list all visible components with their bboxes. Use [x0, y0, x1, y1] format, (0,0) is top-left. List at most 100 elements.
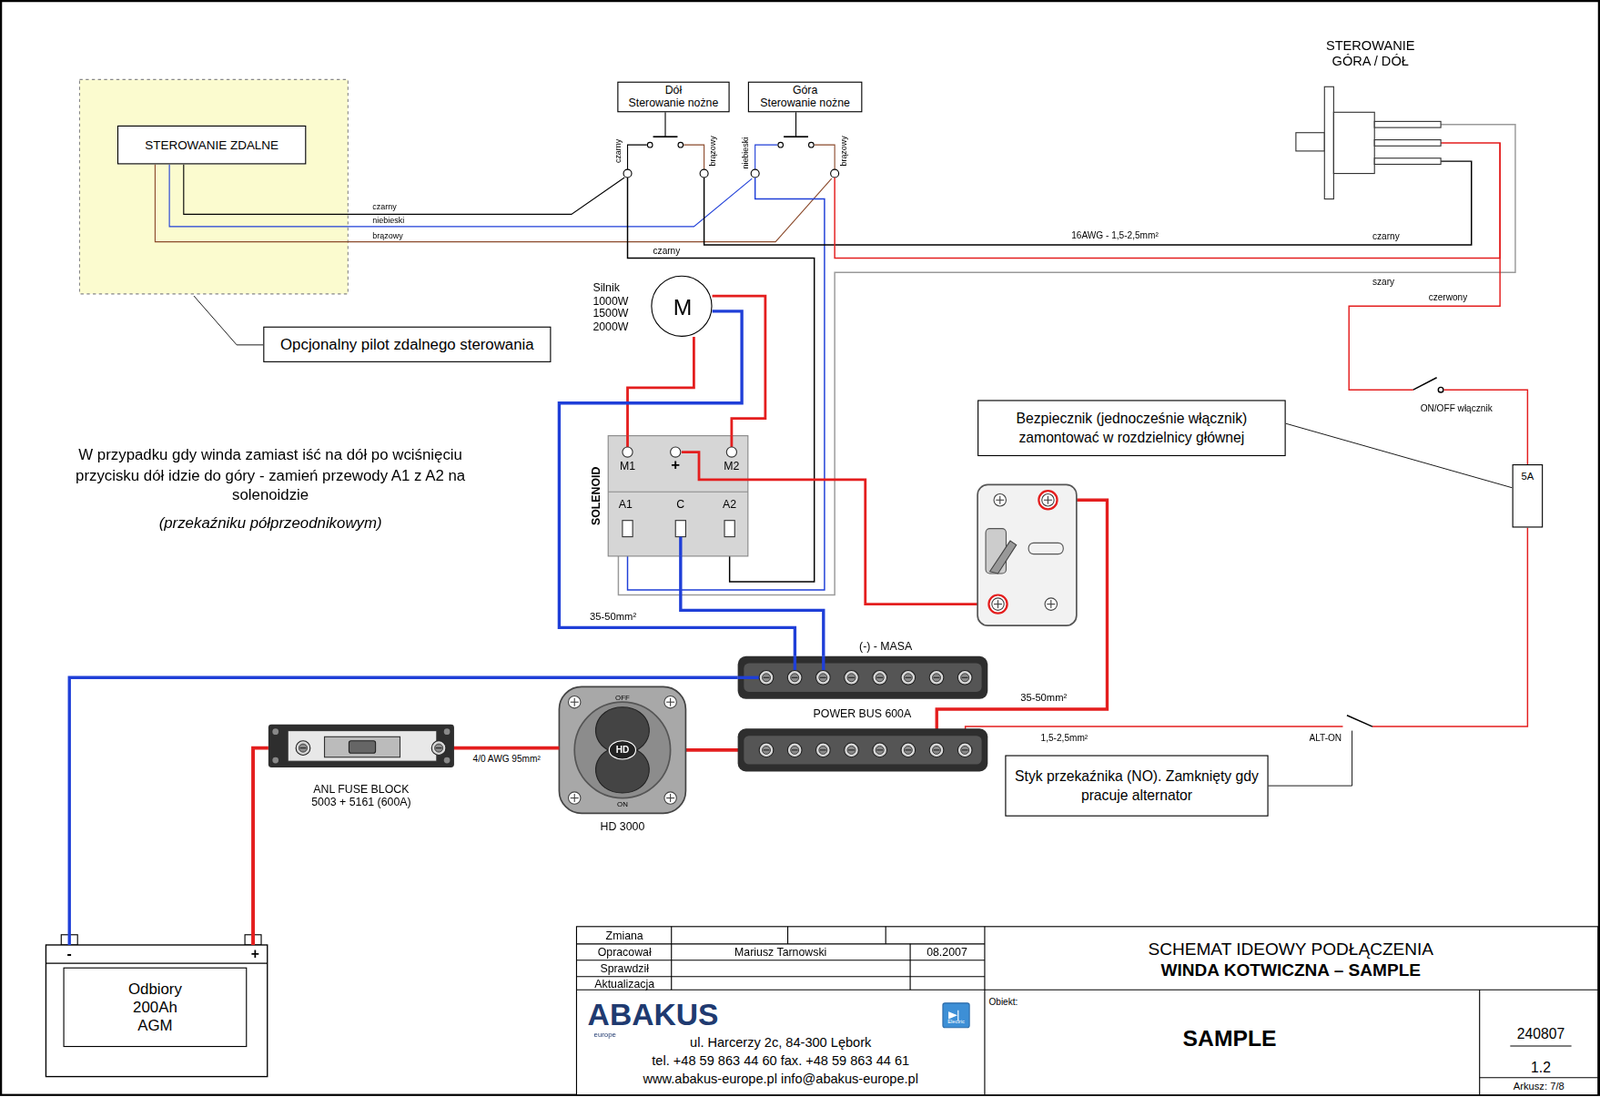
bus-screw	[844, 742, 860, 758]
control-wires-part	[1437, 386, 1444, 393]
label-box: GóraSterowanie nożne	[748, 81, 863, 113]
battery-switch-part	[596, 707, 650, 793]
breaker-part	[990, 540, 1017, 574]
busbar-part	[759, 669, 973, 757]
component-text: HD 3000	[600, 820, 646, 833]
label-box: 5A	[1512, 464, 1544, 527]
foot-switch-part	[809, 141, 815, 148]
wire-label: W przypadku gdy winda zamiast iść na dół…	[66, 444, 475, 505]
title-block-part	[1478, 989, 1480, 1094]
title: SCHEMAT IDEOWY PODŁĄCZENIA	[1148, 940, 1434, 961]
anl-fuse-block-part	[444, 728, 451, 735]
leader-line	[193, 295, 1353, 786]
wire-label: Mariusz Tarnowski	[734, 945, 827, 959]
control-switch-part	[1296, 132, 1325, 152]
wire-label: europe	[594, 1030, 617, 1039]
wire-label: 16AWG - 1,5-2,5mm²	[1071, 230, 1159, 242]
component: SOLENOIDM1+M2A1CA2	[607, 435, 749, 557]
control-wires-part	[1346, 715, 1373, 727]
box-text: STEROWANIE ZDALNE	[144, 137, 279, 152]
foot-switch-part	[623, 169, 632, 178]
wire	[1286, 423, 1513, 488]
bus-screw	[901, 669, 916, 685]
wire-label: niebieski	[740, 137, 750, 170]
wire-label: ALT-ON	[1308, 732, 1342, 744]
wire-label: 1,5-2,5mm²	[1041, 732, 1089, 744]
solenoid-body-part	[607, 435, 749, 557]
foot-switch-part	[647, 141, 653, 148]
bus-screw	[872, 669, 888, 685]
label-box: Styk przekaźnika (NO). Zamknięty gdy pra…	[1004, 754, 1268, 816]
foot-switch-part	[795, 108, 797, 137]
remote-wires	[154, 163, 831, 242]
wire	[454, 746, 559, 750]
battery	[45, 934, 267, 1077]
bus-screw	[815, 669, 831, 685]
bus-screw	[872, 742, 888, 758]
component-text: M2	[723, 459, 740, 473]
control-wires-part	[834, 142, 1500, 259]
component-text: A2	[722, 497, 737, 511]
wire-label: czarny	[372, 202, 396, 212]
label-box: Odbiory 200Ah AGM	[63, 967, 248, 1047]
battery-switch-part	[608, 740, 636, 760]
foot-switch	[623, 108, 840, 178]
breaker-part	[1042, 494, 1054, 507]
power-wires	[268, 452, 1108, 750]
wire-label: WINDA KOTWICZNA – SAMPLE	[1161, 960, 1422, 981]
title-block-part	[1509, 1044, 1571, 1046]
remote-wires-part	[154, 163, 831, 242]
box-text: Góra	[792, 85, 818, 98]
wire-label: 1.2	[1530, 1058, 1551, 1075]
wire-label: 08.2007	[926, 945, 968, 959]
wire-label: ON/OFF włącznik	[1420, 403, 1493, 415]
battery-part	[45, 944, 267, 1077]
battery-switch-part	[664, 791, 677, 804]
breaker-part	[993, 494, 1006, 507]
control-wires-part	[1413, 377, 1438, 390]
breaker-part	[977, 484, 1077, 626]
wire-label: Sprawdził	[599, 962, 649, 975]
power-wires-part	[681, 452, 991, 605]
breaker-part	[988, 595, 1007, 614]
component-text: Silnik 1000W 1500W 2000W	[592, 281, 640, 334]
component-text: ON	[617, 800, 628, 809]
component-text: ANL FUSE BLOCK 5003 + 5161 (600A)	[301, 782, 422, 811]
component-text: +	[251, 944, 260, 962]
foot-switch-part	[653, 135, 679, 138]
wire-label: brązowy	[708, 135, 719, 166]
busbar-part	[793, 656, 797, 671]
foot-switch-part	[814, 144, 835, 170]
remote-region	[79, 79, 348, 294]
title-block-part	[984, 989, 1599, 991]
wire-label: szary	[1372, 276, 1395, 288]
title-block-part	[787, 926, 789, 944]
wire-label: 240807	[1517, 1024, 1565, 1042]
title-block-part	[576, 975, 984, 977]
bus-screw	[844, 669, 860, 685]
control-switch-part	[1374, 121, 1441, 128]
busbar-part	[738, 656, 989, 699]
component-text: +	[670, 455, 680, 473]
wire-label: www.abakus-europe.pl info@abakus-europe.…	[642, 1072, 918, 1088]
anl-fuse-block-part	[295, 740, 311, 756]
title-block-part	[576, 926, 1598, 1095]
foot-switch-part	[664, 108, 666, 137]
remote-region-part	[79, 79, 348, 294]
busbar-part	[738, 676, 761, 679]
solenoid-body-part	[622, 446, 633, 457]
component-text: OFF	[615, 693, 630, 702]
component: HD 3000HDOFFON	[558, 686, 686, 813]
component-text: HD	[616, 744, 630, 756]
anl-fuse-block	[268, 724, 455, 768]
control-wires-part	[1443, 389, 1528, 465]
box-text: Dół	[665, 85, 683, 98]
wire-label: czerwony	[1428, 293, 1469, 304]
wire-label: czarny	[613, 139, 623, 163]
breaker-part	[1038, 490, 1057, 509]
component-text: SOLENOID	[589, 466, 603, 526]
battery-switch-part	[574, 701, 670, 798]
battery-switch-part	[567, 695, 580, 708]
